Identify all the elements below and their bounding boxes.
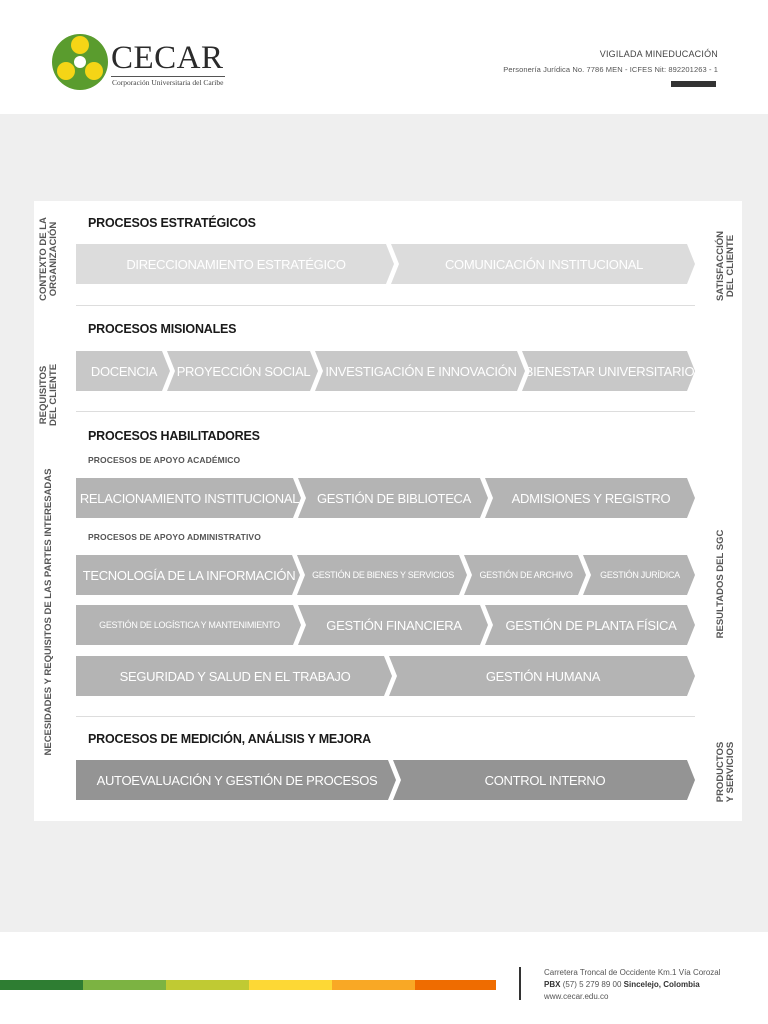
process-biblioteca[interactable]: GESTIÓN DE BIBLIOTECA — [298, 478, 488, 518]
process-gestion-humana[interactable]: GESTIÓN HUMANA — [389, 656, 695, 696]
footer-stripe — [166, 980, 249, 990]
footer-address: Carretera Troncal de Occidente Km.1 Vía … — [544, 968, 721, 977]
brand-rule — [111, 76, 225, 77]
process-proyeccion-social[interactable]: PROYECCIÓN SOCIAL — [167, 351, 318, 391]
subtitle-apoyo-administrativo: PROCESOS DE APOYO ADMINISTRATIVO — [88, 532, 261, 542]
process-planta-fisica[interactable]: GESTIÓN DE PLANTA FÍSICA — [485, 605, 695, 645]
title-estrategicos: PROCESOS ESTRATÉGICOS — [88, 216, 256, 230]
brand-name: CECAR — [111, 40, 224, 76]
title-medicion: PROCESOS DE MEDICIÓN, ANÁLISIS Y MEJORA — [88, 732, 371, 746]
process-logistica[interactable]: GESTIÓN DE LOGÍSTICA Y MANTENIMIENTO — [76, 605, 301, 645]
footer-stripe — [83, 980, 166, 990]
process-seguridad-salud[interactable]: SEGURIDAD Y SALUD EN EL TRABAJO — [76, 656, 392, 696]
process-financiera[interactable]: GESTIÓN FINANCIERA — [298, 605, 488, 645]
process-relacionamiento[interactable]: RELACIONAMIENTO INSTITUCIONAL — [76, 478, 301, 518]
process-juridica[interactable]: GESTIÓN JURÍDICA — [583, 555, 695, 595]
footer-city: Sincelejo, Colombia — [623, 980, 700, 989]
vigilada-title: VIGILADA MINEDUCACIÓN — [599, 49, 718, 59]
title-misionales: PROCESOS MISIONALES — [88, 322, 237, 336]
label-satisfaccion: SATISFACCIÓN DEL CLIENTE — [715, 230, 736, 302]
divider — [76, 411, 695, 412]
footer-separator — [519, 967, 521, 1000]
process-comunicacion[interactable]: COMUNICACIÓN INSTITUCIONAL — [391, 244, 695, 284]
divider — [76, 716, 695, 717]
vigilada-block: VIGILADA MINEDUCACIÓN Personería Jurídic… — [503, 49, 718, 74]
personeria-text: Personería Jurídica No. 7786 MEN - ICFES… — [503, 65, 718, 74]
title-habilitadores: PROCESOS HABILITADORES — [88, 429, 260, 443]
footer-stripe — [415, 980, 496, 990]
process-archivo[interactable]: GESTIÓN DE ARCHIVO — [464, 555, 586, 595]
footer-stripe — [0, 980, 83, 990]
footer-web-link[interactable]: www.cecar.edu.co — [544, 992, 609, 1001]
process-autoevaluacion[interactable]: AUTOEVALUACIÓN Y GESTIÓN DE PROCESOS — [76, 760, 396, 800]
subtitle-apoyo-academico: PROCESOS DE APOYO ACADÉMICO — [88, 455, 241, 465]
process-control-interno[interactable]: CONTROL INTERNO — [393, 760, 695, 800]
footer-contact: Carretera Troncal de Occidente Km.1 Vía … — [544, 967, 721, 1003]
brand-subtitle: Corporación Universitaria del Caribe — [112, 78, 224, 87]
pbx-number: (57) 5 279 89 00 — [562, 980, 622, 989]
brand: CECAR Corporación Universitaria del Cari… — [111, 42, 225, 87]
process-investigacion[interactable]: INVESTIGACIÓN E INNOVACIÓN — [315, 351, 525, 391]
cecar-logo-icon — [52, 34, 108, 90]
process-tecnologia[interactable]: TECNOLOGÍA DE LA INFORMACIÓN — [76, 555, 300, 595]
pbx-label: PBX — [544, 980, 561, 989]
label-necesidades: NECESIDADES Y REQUISITOS DE LAS PARTES I… — [43, 468, 54, 756]
label-resultados-sgc: RESULTADOS DEL SGC — [715, 529, 726, 639]
process-admisiones[interactable]: ADMISIONES Y REGISTRO — [485, 478, 695, 518]
process-bienes-servicios[interactable]: GESTIÓN DE BIENES Y SERVICIOS — [297, 555, 467, 595]
label-productos: PRODUCTOS Y SERVICIOS — [715, 741, 736, 803]
divider — [76, 305, 695, 306]
footer-stripe — [332, 980, 415, 990]
footer-phone-line: PBX (57) 5 279 89 00 Sincelejo, Colombia — [544, 979, 721, 991]
label-requisitos-cliente: REQUISITOS DEL CLIENTE — [38, 363, 59, 427]
process-docencia[interactable]: DOCENCIA — [76, 351, 170, 391]
header-accent-bar — [671, 81, 716, 87]
process-bienestar[interactable]: BIENESTAR UNIVERSITARIO — [522, 351, 695, 391]
process-direccionamiento[interactable]: DIRECCIONAMIENTO ESTRATÉGICO — [76, 244, 394, 284]
page-header: CECAR Corporación Universitaria del Cari… — [0, 0, 768, 114]
label-contexto: CONTEXTO DE LA ORGANIZACIÓN — [38, 217, 59, 301]
footer-stripe — [249, 980, 332, 990]
